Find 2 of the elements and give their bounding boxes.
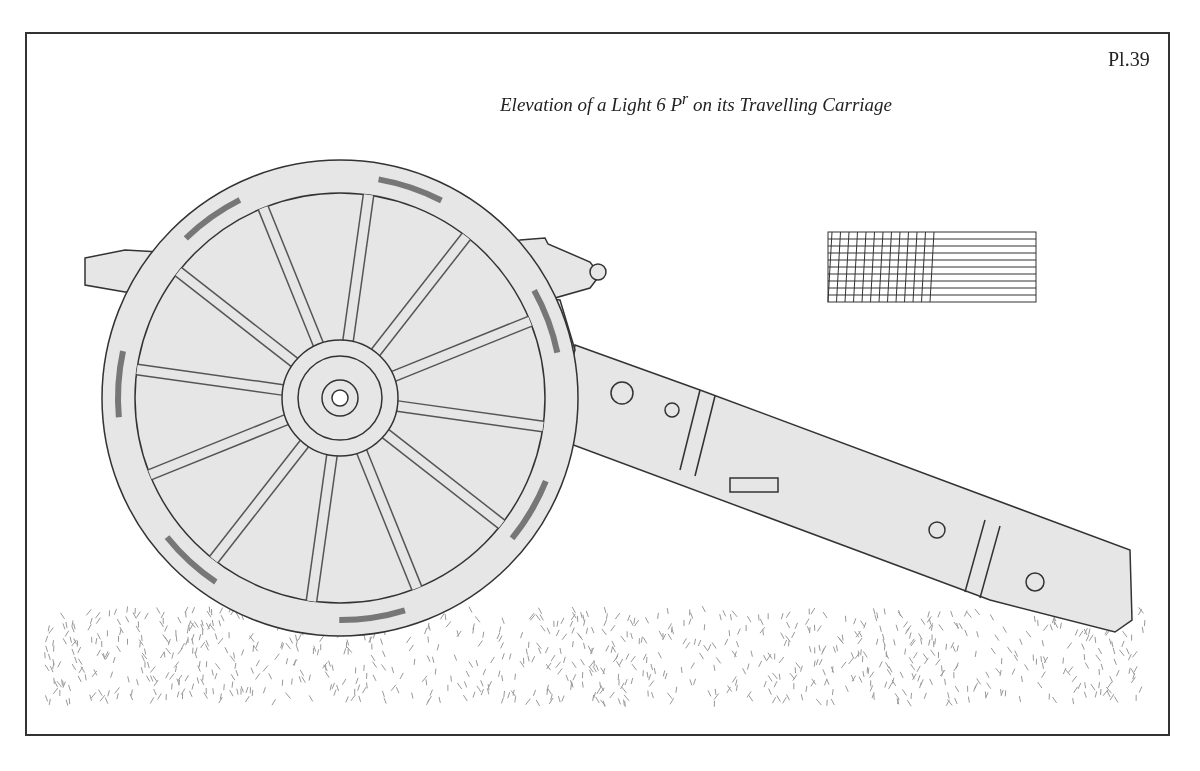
plate-number: Pl.39 (1108, 48, 1150, 71)
plate-title: Elevation of a Light 6 P$^{r}$ on its Travelling Carriage (500, 90, 892, 117)
